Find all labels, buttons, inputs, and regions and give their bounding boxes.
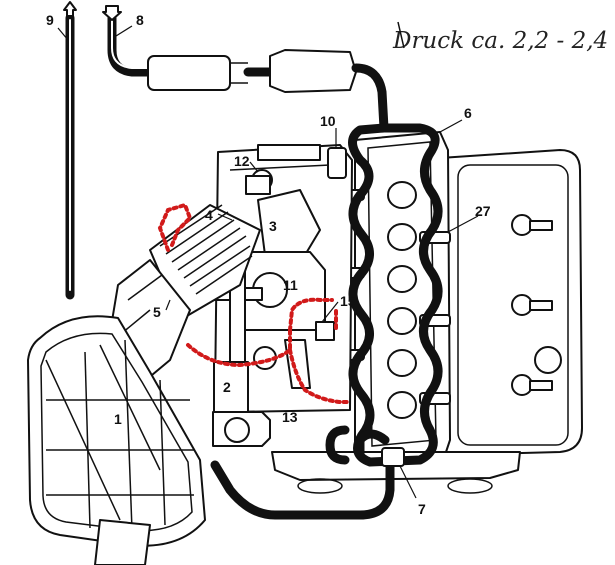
label-2: 2 [223, 379, 231, 395]
air-filter-housing [27, 315, 206, 565]
label-1: 1 [114, 411, 122, 427]
label-leaders [57, 25, 479, 499]
label-11: 11 [283, 277, 298, 293]
label-6: 6 [464, 105, 472, 121]
label-4: 4 [205, 207, 213, 223]
fuel-rail-hose [210, 123, 443, 520]
label-13: 13 [282, 409, 298, 425]
note-stroke [397, 21, 405, 49]
pressure-note: Druck ca. 2,2 - 2,4 [392, 28, 608, 54]
pressure-regulator [381, 447, 405, 467]
label-27: 27 [475, 203, 491, 219]
flow-arrow-icon [102, 5, 122, 21]
vacuum-lines [157, 202, 352, 404]
engine-block [271, 131, 583, 494]
flow-arrow-icon [63, 1, 77, 17]
label-10: 10 [320, 113, 336, 129]
fuel-supply-line [107, 13, 389, 133]
label-8: 8 [136, 12, 144, 28]
label-5: 5 [153, 304, 161, 320]
label-15: 15 [340, 293, 356, 309]
label-12: 12 [234, 153, 250, 169]
label-9: 9 [46, 12, 54, 28]
fuel-filter [269, 49, 357, 93]
label-3: 3 [269, 218, 277, 234]
fuel-pump [147, 55, 231, 91]
label-7: 7 [418, 501, 426, 517]
